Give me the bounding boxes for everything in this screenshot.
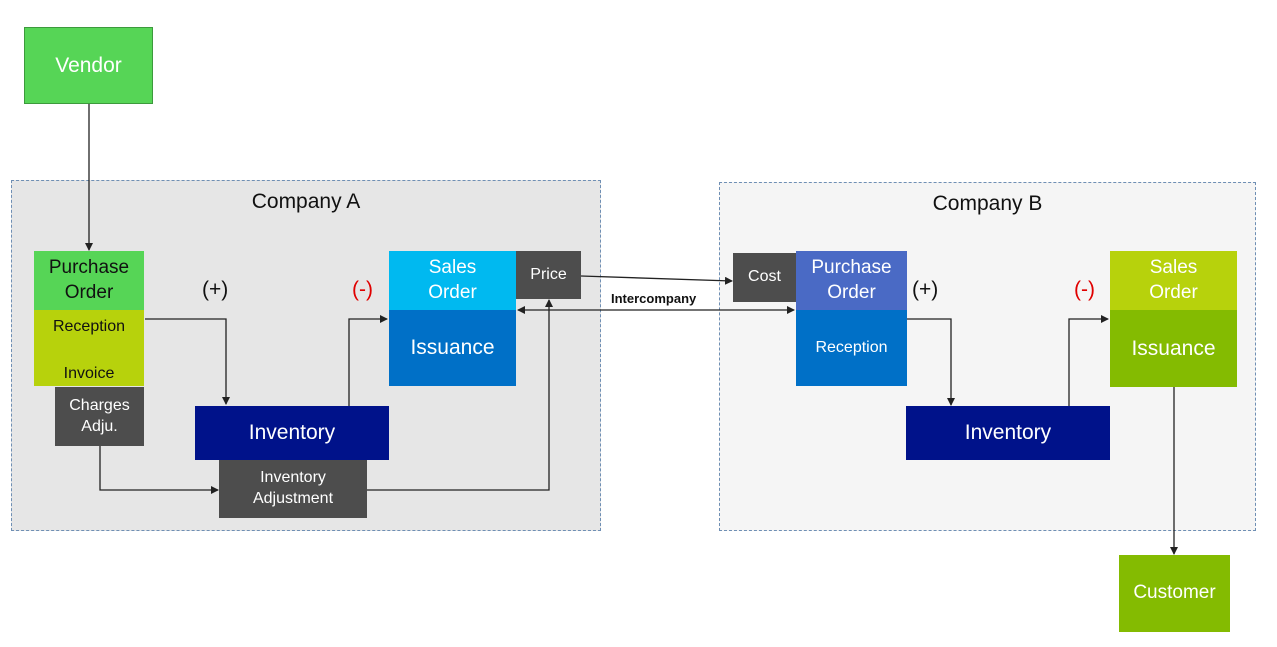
issuance-a-label: Issuance	[410, 336, 495, 360]
issuance-b-label: Issuance	[1131, 336, 1216, 360]
company-a-title: Company A	[251, 190, 361, 213]
charges-adju-box: Charges Adju.	[55, 387, 144, 446]
reception-a-label: Reception	[52, 318, 126, 335]
purchase-order-a-label: Purchase Order	[48, 256, 130, 303]
purchase-order-a-box: Purchase Order	[34, 251, 144, 310]
cost-label: Cost	[748, 268, 781, 286]
reception-b-box: Reception	[796, 310, 907, 386]
inventory-b-box: Inventory	[906, 406, 1110, 460]
purchase-order-b-box: Purchase Order	[796, 251, 907, 310]
customer-box: Customer	[1119, 555, 1230, 632]
purchase-order-b-label: Purchase Order	[811, 256, 892, 303]
charges-adju-label: Charges Adju.	[69, 396, 130, 435]
inventory-a-box: Inventory	[195, 406, 389, 460]
intercompany-label: Intercompany	[611, 291, 697, 306]
inventory-a-label: Inventory	[248, 421, 336, 445]
price-box: Price	[516, 251, 581, 299]
sales-order-a-box: Sales Order	[389, 251, 516, 310]
vendor-label: Vendor	[55, 53, 122, 77]
minus-sign-b: (-)	[1074, 278, 1095, 301]
issuance-a-box: Issuance	[389, 310, 516, 386]
company-b-title: Company B	[932, 192, 1043, 215]
minus-sign-a: (-)	[352, 278, 373, 301]
plus-sign-a: (+)	[202, 278, 229, 301]
reception-b-label: Reception	[815, 338, 888, 356]
inventory-b-label: Inventory	[964, 421, 1052, 445]
sales-order-a-label: Sales Order	[428, 256, 477, 303]
reception-invoice-a-box: Reception Invoice	[34, 310, 144, 386]
vendor-box: Vendor	[24, 27, 153, 104]
price-to-cost-arrow	[580, 275, 733, 285]
price-label: Price	[530, 265, 567, 283]
inventory-adjustment-box: Inventory Adjustment	[219, 460, 367, 518]
invoice-a-label: Invoice	[63, 365, 115, 383]
customer-label: Customer	[1133, 582, 1216, 604]
issuance-b-box: Issuance	[1110, 310, 1237, 387]
plus-sign-b: (+)	[912, 278, 939, 301]
cost-box: Cost	[733, 253, 796, 302]
inventory-adjustment-label: Inventory Adjustment	[252, 469, 334, 507]
sales-order-b-label: Sales Order	[1149, 256, 1198, 303]
sales-order-b-box: Sales Order	[1110, 251, 1237, 310]
